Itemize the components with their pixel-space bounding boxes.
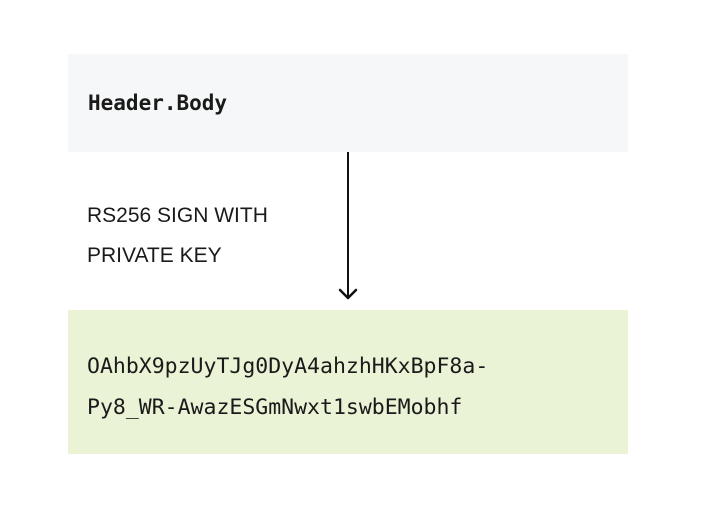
sign-label-line-1: RS256 SIGN WITH	[87, 204, 268, 227]
arrow-head	[338, 288, 358, 300]
header-body-box: Header.Body	[68, 54, 628, 152]
down-arrow-icon	[338, 152, 358, 300]
sign-label: RS256 SIGN WITH PRIVATE KEY	[87, 196, 268, 276]
signature-box: OAhbX9pzUyTJg0DyA4ahzhHKxBpF8a- Py8_WR-A…	[68, 310, 628, 454]
signature-text: OAhbX9pzUyTJg0DyA4ahzhHKxBpF8a- Py8_WR-A…	[87, 346, 488, 428]
signature-line-2: Py8_WR-AwazESGmNwxt1swbEMobhf	[87, 395, 463, 420]
sign-label-line-2: PRIVATE KEY	[87, 244, 222, 267]
signature-line-1: OAhbX9pzUyTJg0DyA4ahzhHKxBpF8a-	[87, 354, 489, 379]
header-body-text: Header.Body	[88, 91, 228, 115]
